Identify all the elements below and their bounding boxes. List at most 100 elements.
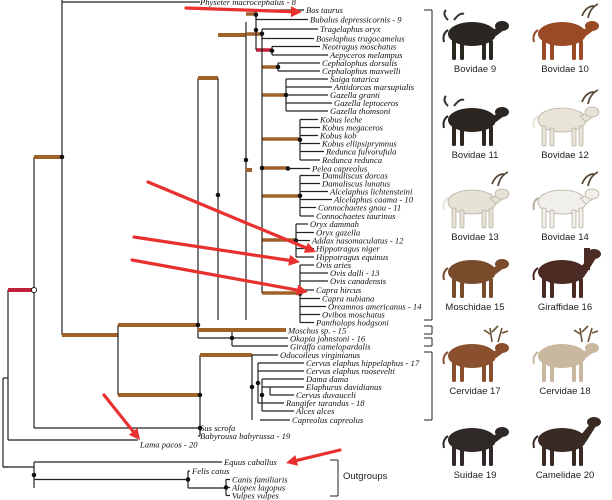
taxon-number: - 20: [182, 440, 198, 450]
taxon-label: Pelea capreolus: [311, 164, 368, 174]
animal-panel: Giraffidae 16: [522, 240, 608, 313]
taxon-label: Ovis canadensis: [330, 276, 387, 286]
animal-caption: Suidae 19: [453, 470, 497, 481]
taxon-label: Ovis aries: [316, 260, 352, 270]
highlight-arrow: [132, 235, 300, 266]
taxon-label: Kobus leche: [319, 115, 362, 125]
taxon-label: Saiga tatarica: [330, 74, 379, 84]
highlight-arrow: [286, 448, 342, 466]
outgroups-label: Outgroups: [343, 471, 388, 482]
taxon-label: Damaliscus lunatus: [321, 179, 391, 189]
taxon-label: Dama dama: [305, 374, 348, 384]
animal-caption: Camelidae 20: [535, 470, 595, 481]
taxon-label: Kobus kob: [319, 131, 357, 141]
alpaca-icon: [522, 408, 608, 470]
animal-caption: Bovidae 12: [541, 150, 589, 161]
taxon-label: Redunca redunca: [321, 155, 382, 165]
tree-node: [31, 472, 37, 478]
taxon-label: Rangifer tarandus - 18: [285, 398, 365, 408]
taxon-label: Hippotragus niger: [315, 244, 380, 254]
tree-node: [195, 322, 201, 328]
animal-caption: Giraffidae 16: [537, 302, 593, 313]
taxon-number: - 11: [386, 203, 401, 213]
tree-node: [229, 335, 235, 341]
tree-node: [59, 154, 65, 160]
tree-node: [223, 485, 229, 490]
tree-node: [30, 286, 38, 294]
taxon-label: Alces alces: [295, 406, 335, 416]
taxon-label: Cephalophus dorsalis: [322, 58, 398, 68]
wildebeest-icon: [432, 88, 518, 150]
taxon-label: Oreamnos americanus - 14: [328, 302, 422, 312]
taxon-label: Odocoileus virginianus: [280, 350, 361, 360]
animal-caption: Bovidae 10: [541, 64, 589, 75]
animal-panel: Bovidae 12: [522, 88, 608, 161]
okapi-icon: [522, 240, 608, 302]
tree-node: [275, 64, 281, 70]
reindeer-icon: [522, 324, 608, 386]
taxon-label: Addax nasomaculatus - 12: [311, 236, 404, 246]
taxon-label: Oryx gazella: [316, 228, 360, 238]
animal-panel: Moschidae 15: [432, 240, 518, 313]
tree-node: [253, 27, 259, 33]
musk-deer-icon: [432, 240, 518, 302]
taxon-number: - 19: [274, 431, 290, 441]
taxon-label: Redunca fulvorufula: [325, 147, 396, 157]
taxon-label: Aepyceros melampus: [329, 50, 403, 60]
taxon-label: Equus caballus: [223, 457, 277, 467]
taxon-label: Connochaetes taurinus: [316, 211, 396, 221]
taxon-label: Capra hircus: [316, 285, 362, 295]
taxon-label: Cervus elaphus roosevelti: [306, 366, 396, 376]
addax-icon: [522, 88, 608, 150]
taxon-label: Cephalophus maxwelli: [322, 66, 401, 76]
taxon-label: Gazella granti: [330, 90, 381, 100]
animal-panel: Bovidae 14: [522, 170, 608, 243]
animal-panel: Cervidae 18: [522, 324, 608, 397]
taxon-label: Connochaetes gnou - 11: [318, 203, 401, 213]
taxon-label: Bos taurus: [306, 5, 344, 15]
animal-caption: Bovidae 9: [453, 64, 497, 75]
animal-caption: Bovidae 13: [451, 232, 499, 243]
animal-panel: Bovidae 9: [432, 2, 518, 75]
taxon-label: Pantholops hodgsoni: [315, 318, 389, 328]
tree-branches: [2, 0, 433, 497]
sheep-icon: [432, 170, 518, 232]
tree-node: [185, 477, 191, 482]
taxon-label: Kobus ellipsiprymnus: [321, 139, 397, 149]
taxon-label: Okapia johnstoni - 16: [290, 334, 366, 344]
buffalo-icon: [432, 2, 518, 64]
taxon-label: Capreolus capreolus: [292, 415, 364, 425]
taxon-number: - 10: [397, 195, 413, 205]
taxon-number: - 15: [331, 326, 347, 336]
taxon-label: Ovis dalli - 13: [330, 268, 379, 278]
taxon-label: Cervus elaphus hippelaphus - 17: [306, 358, 420, 368]
animal-caption: Cervidae 17: [449, 386, 501, 397]
highlight-arrow: [146, 180, 316, 253]
taxon-label: Boselaphus tragocamelus: [316, 34, 405, 44]
tree-node: [215, 192, 221, 198]
taxon-label: Kobus megaceros: [321, 123, 384, 133]
taxon-number: - 18: [349, 398, 365, 408]
taxon-number: - 9: [390, 15, 402, 25]
animal-panel: Bovidae 10: [522, 2, 608, 75]
tree-node: [297, 137, 303, 142]
animal-caption: Bovidae 11: [451, 150, 499, 161]
taxon-label: Vulpes vulpes: [232, 491, 280, 500]
taxon-label: Alopex lagopus: [231, 483, 286, 493]
animal-caption: Bovidae 14: [541, 232, 589, 243]
taxon-label: Damaliscus dorcas: [321, 171, 388, 181]
taxon-number: - 13: [364, 268, 380, 278]
taxon-label: Sus scrofa: [200, 423, 235, 433]
tree-node: [259, 165, 265, 171]
taxon-label: Babyrousa babyrussa - 19: [200, 431, 291, 441]
animal-caption: Cervidae 18: [539, 386, 591, 397]
taxon-number: - 17: [403, 358, 419, 368]
tree-node: [243, 157, 249, 163]
taxon-label: Lama pacos - 20: [139, 440, 198, 450]
animal-caption: Moschidae 15: [445, 302, 505, 313]
taxon-label: Giraffa camelopardalis: [290, 342, 371, 352]
animal-panel: Cervidae 17: [432, 324, 518, 397]
taxon-label: Ovibos moschatus: [322, 310, 385, 320]
taxon-label: Gazella leptoceros: [334, 98, 399, 108]
taxon-label: Gazella thomsoni: [330, 106, 391, 116]
